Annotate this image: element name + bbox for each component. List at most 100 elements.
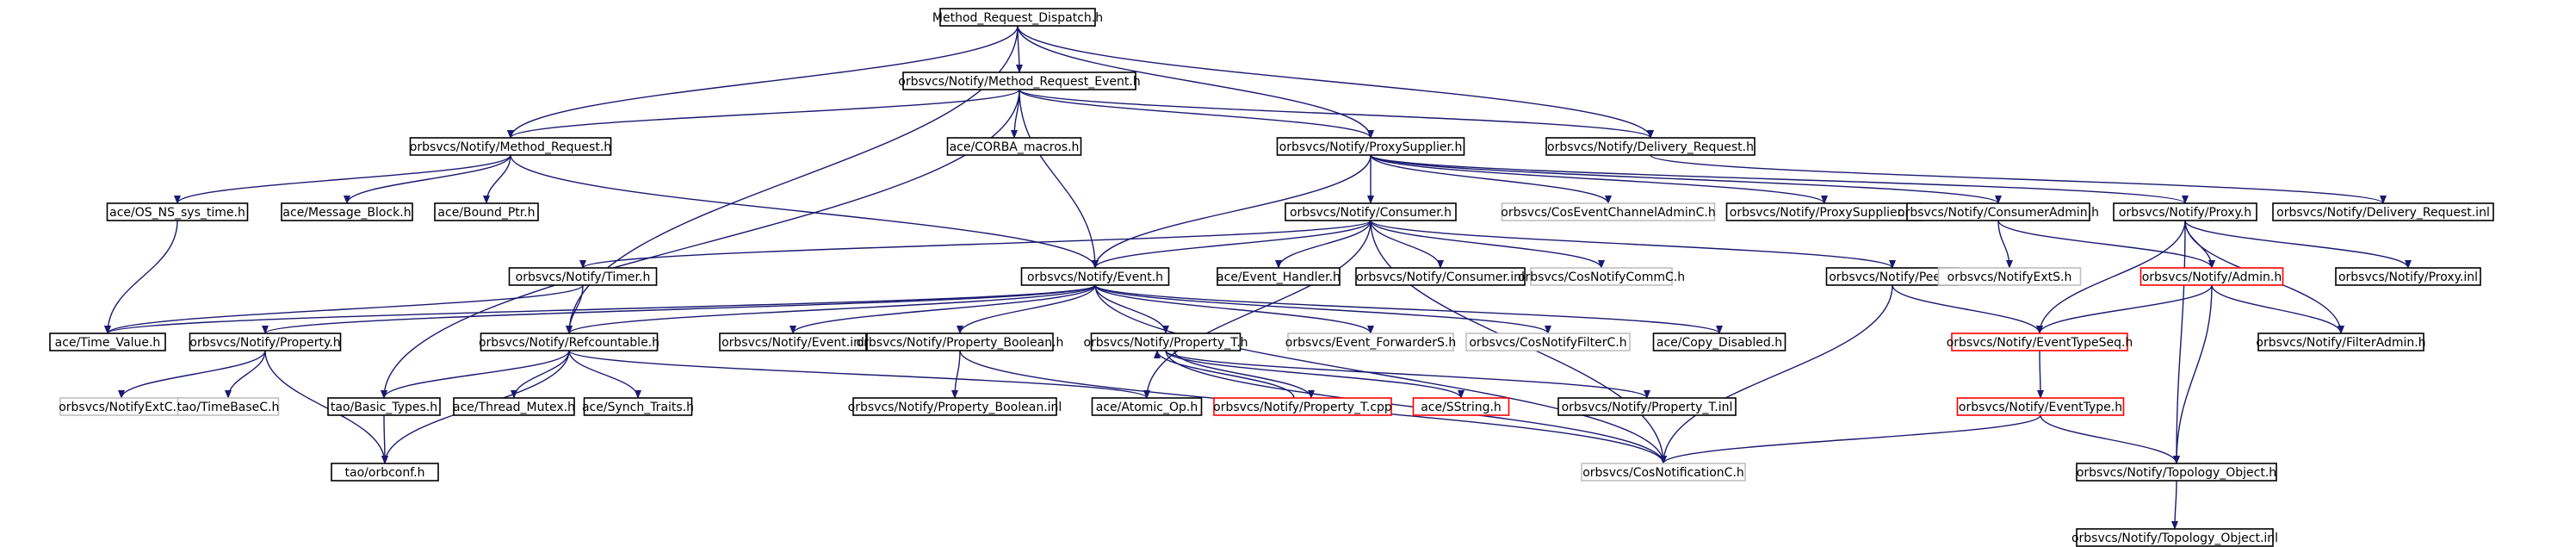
graph-node[interactable]: orbsvcs/Notify/Admin.h (2139, 267, 2284, 286)
graph-node[interactable]: orbsvcs/Notify/Method_Request.h (409, 137, 612, 156)
dependency-edge (264, 350, 388, 464)
graph-node[interactable]: orbsvcs/Notify/EventType.h (1956, 397, 2125, 416)
node-label: orbsvcs/Notify/Property_T.h (1083, 336, 1248, 350)
graph-node[interactable]: orbsvcs/Notify/EventTypeSeq.h (1947, 333, 2133, 351)
graph-node[interactable]: orbsvcs/NotifyExtS.h (1937, 267, 2082, 286)
graph-node[interactable]: ace/Synch_Traits.h (582, 397, 694, 416)
dependency-edge (1173, 350, 1315, 399)
node-box (1213, 397, 1392, 416)
graph-node[interactable]: orbsvcs/Notify/Property.h (189, 333, 342, 351)
graph-node[interactable]: orbsvcs/CosNotificationC.h (1581, 463, 1746, 482)
graph-node[interactable]: ace/Message_Block.h (281, 202, 413, 221)
dependency-edge (483, 154, 511, 204)
graph-node[interactable]: ace/Bound_Ptr.h (434, 202, 539, 221)
node-box (902, 71, 1136, 90)
graph-node[interactable]: orbsvcs/Notify/Delivery_Request.h (1545, 137, 1756, 156)
node-box (189, 333, 342, 351)
node-label: orbsvcs/Notify/Method_Request.h (410, 140, 611, 154)
node-box (1276, 137, 1465, 156)
node-label: orbsvcs/Notify/EventType.h (1959, 401, 2122, 414)
graph-node[interactable]: ace/CORBA_macros.h (946, 137, 1082, 156)
graph-node[interactable]: ace/SString.h (1412, 397, 1510, 416)
dependency-edge (957, 284, 1096, 334)
graph-node[interactable]: orbsvcs/Notify/Consumer.h (1285, 202, 1457, 221)
dependency-edge (262, 284, 1096, 334)
graph-node[interactable]: orbsvcs/Notify/Consumer.inl (1355, 267, 1526, 286)
graph-node[interactable]: orbsvcs/CosNotifyCommC.h (1518, 267, 1685, 286)
node-box (327, 397, 441, 416)
graph-node[interactable]: ace/Event_Handler.h (1217, 267, 1341, 286)
node-box (1557, 397, 1737, 416)
dependency-edge (1154, 350, 1295, 399)
graph-node[interactable]: orbsvcs/CosEventChannelAdminC.h (1501, 202, 1716, 221)
node-box (409, 137, 612, 156)
node-label: ace/Time_Value.h (55, 336, 161, 350)
graph-node[interactable]: ace/Time_Value.h (49, 333, 166, 351)
dependency-edge (1094, 284, 1551, 334)
dependency-edge (1165, 350, 1464, 399)
graph-node[interactable]: orbsvcs/Notify/Property_T.h (1083, 333, 1248, 351)
graph-node[interactable]: orbsvcs/Notify/Event.h (1020, 267, 1170, 286)
dependency-edge (1997, 220, 2013, 269)
node-label: orbsvcs/Notify/Topology_Object.inl (2071, 531, 2278, 545)
graph-node[interactable]: orbsvcs/Notify/Property_Boolean.inl (848, 397, 1062, 416)
graph-node[interactable]: orbsvcs/Notify/Refcountable.h (479, 333, 659, 351)
node-label: ace/SString.h (1421, 401, 1502, 414)
nodes-layer: Method_Request_Dispatch.h orbsvcs/Notify/… (49, 8, 2494, 547)
graph-node[interactable]: orbsvcs/Notify/ProxySupplier.h (1276, 137, 1465, 156)
graph-node[interactable]: orbsvcs/Notify/Property_T.cpp (1213, 397, 1392, 416)
dependency-edge (2173, 284, 2213, 464)
node-label: ace/Thread_Mutex.h (453, 401, 575, 414)
graph-node[interactable]: tao/Basic_Types.h (327, 397, 441, 416)
dependency-edge (1370, 154, 2189, 204)
dependency-edge (579, 220, 1372, 269)
dependency-edge (225, 350, 266, 399)
dependency-edge (511, 350, 570, 399)
graph-node[interactable]: orbsvcs/Notify/Property_T.inl (1557, 397, 1737, 416)
dependency-edge (1370, 154, 1828, 204)
graph-node[interactable]: tao/orbconf.h (331, 463, 439, 482)
graph-node[interactable]: orbsvcs/Event_ForwarderS.h (1285, 333, 1456, 351)
graph-node[interactable]: orbsvcs/Notify/Timer.h (508, 267, 658, 286)
graph-node: Method_Request_Dispatch.h (932, 8, 1103, 27)
node-label: orbsvcs/Notify/Property_T.inl (1562, 401, 1733, 414)
graph-node[interactable]: orbsvcs/NotifyExtC.h (59, 397, 184, 416)
graph-node[interactable]: orbsvcs/Notify/FilterAdmin.h (2256, 333, 2426, 351)
graph-node[interactable]: orbsvcs/Notify/Topology_Object.h (2076, 463, 2277, 482)
dependency-edge (1143, 220, 1372, 399)
dependency-edge (951, 350, 961, 399)
graph-node[interactable]: orbsvcs/Notify/Peer.h (1825, 267, 1960, 286)
graph-node[interactable]: ace/Atomic_Op.h (1091, 397, 1203, 416)
graph-node[interactable]: orbsvcs/Notify/Method_Request_Event.h (898, 71, 1141, 90)
dependency-edge (1370, 154, 1612, 204)
dependency-edge (1997, 220, 2215, 269)
node-label: Method_Request_Dispatch.h (932, 11, 1103, 25)
node-box (176, 397, 280, 416)
graph-node[interactable]: orbsvcs/Notify/ConsumerAdmin.h (1898, 202, 2099, 221)
graph-node[interactable]: ace/Copy_Disabled.h (1652, 333, 1786, 351)
node-box (1090, 333, 1242, 351)
node-box (2113, 202, 2257, 221)
node-label: orbsvcs/Notify/Method_Request_Event.h (898, 75, 1140, 89)
graph-node[interactable]: orbsvcs/Notify/Event.inl (719, 333, 867, 351)
node-label: orbsvcs/NotifyExtS.h (1947, 270, 2072, 284)
graph-node[interactable]: orbsvcs/Notify/Proxy.inl (2335, 267, 2481, 286)
node-box (2272, 202, 2494, 221)
node-box (1412, 397, 1510, 416)
graph-node[interactable]: orbsvcs/Notify/Topology_Object.inl (2071, 528, 2278, 547)
node-label: orbsvcs/Notify/Property_Boolean.h (857, 336, 1064, 350)
node-label: orbsvcs/Notify/ProxySupplier.inl (1730, 206, 1919, 220)
node-label: orbsvcs/Notify/Proxy.inl (2338, 270, 2478, 284)
graph-node[interactable]: orbsvcs/Notify/Delivery_Request.inl (2272, 202, 2494, 221)
graph-node[interactable]: orbsvcs/CosNotifyFilterC.h (1465, 333, 1631, 351)
graph-node[interactable]: orbsvcs/Notify/Property_Boolean.h (857, 333, 1064, 351)
node-box (1217, 267, 1341, 286)
graph-node[interactable]: tao/TimeBaseC.h (176, 397, 280, 416)
graph-node[interactable]: ace/Thread_Mutex.h (453, 397, 575, 416)
graph-node[interactable]: orbsvcs/Notify/Proxy.h (2113, 202, 2257, 221)
dependency-edge (1650, 154, 2387, 204)
node-label: orbsvcs/Notify/Consumer.h (1290, 206, 1452, 220)
graph-node[interactable]: ace/OS_NS_sys_time.h (106, 202, 249, 221)
graph-node[interactable]: orbsvcs/Notify/ProxySupplier.inl (1725, 202, 1923, 221)
